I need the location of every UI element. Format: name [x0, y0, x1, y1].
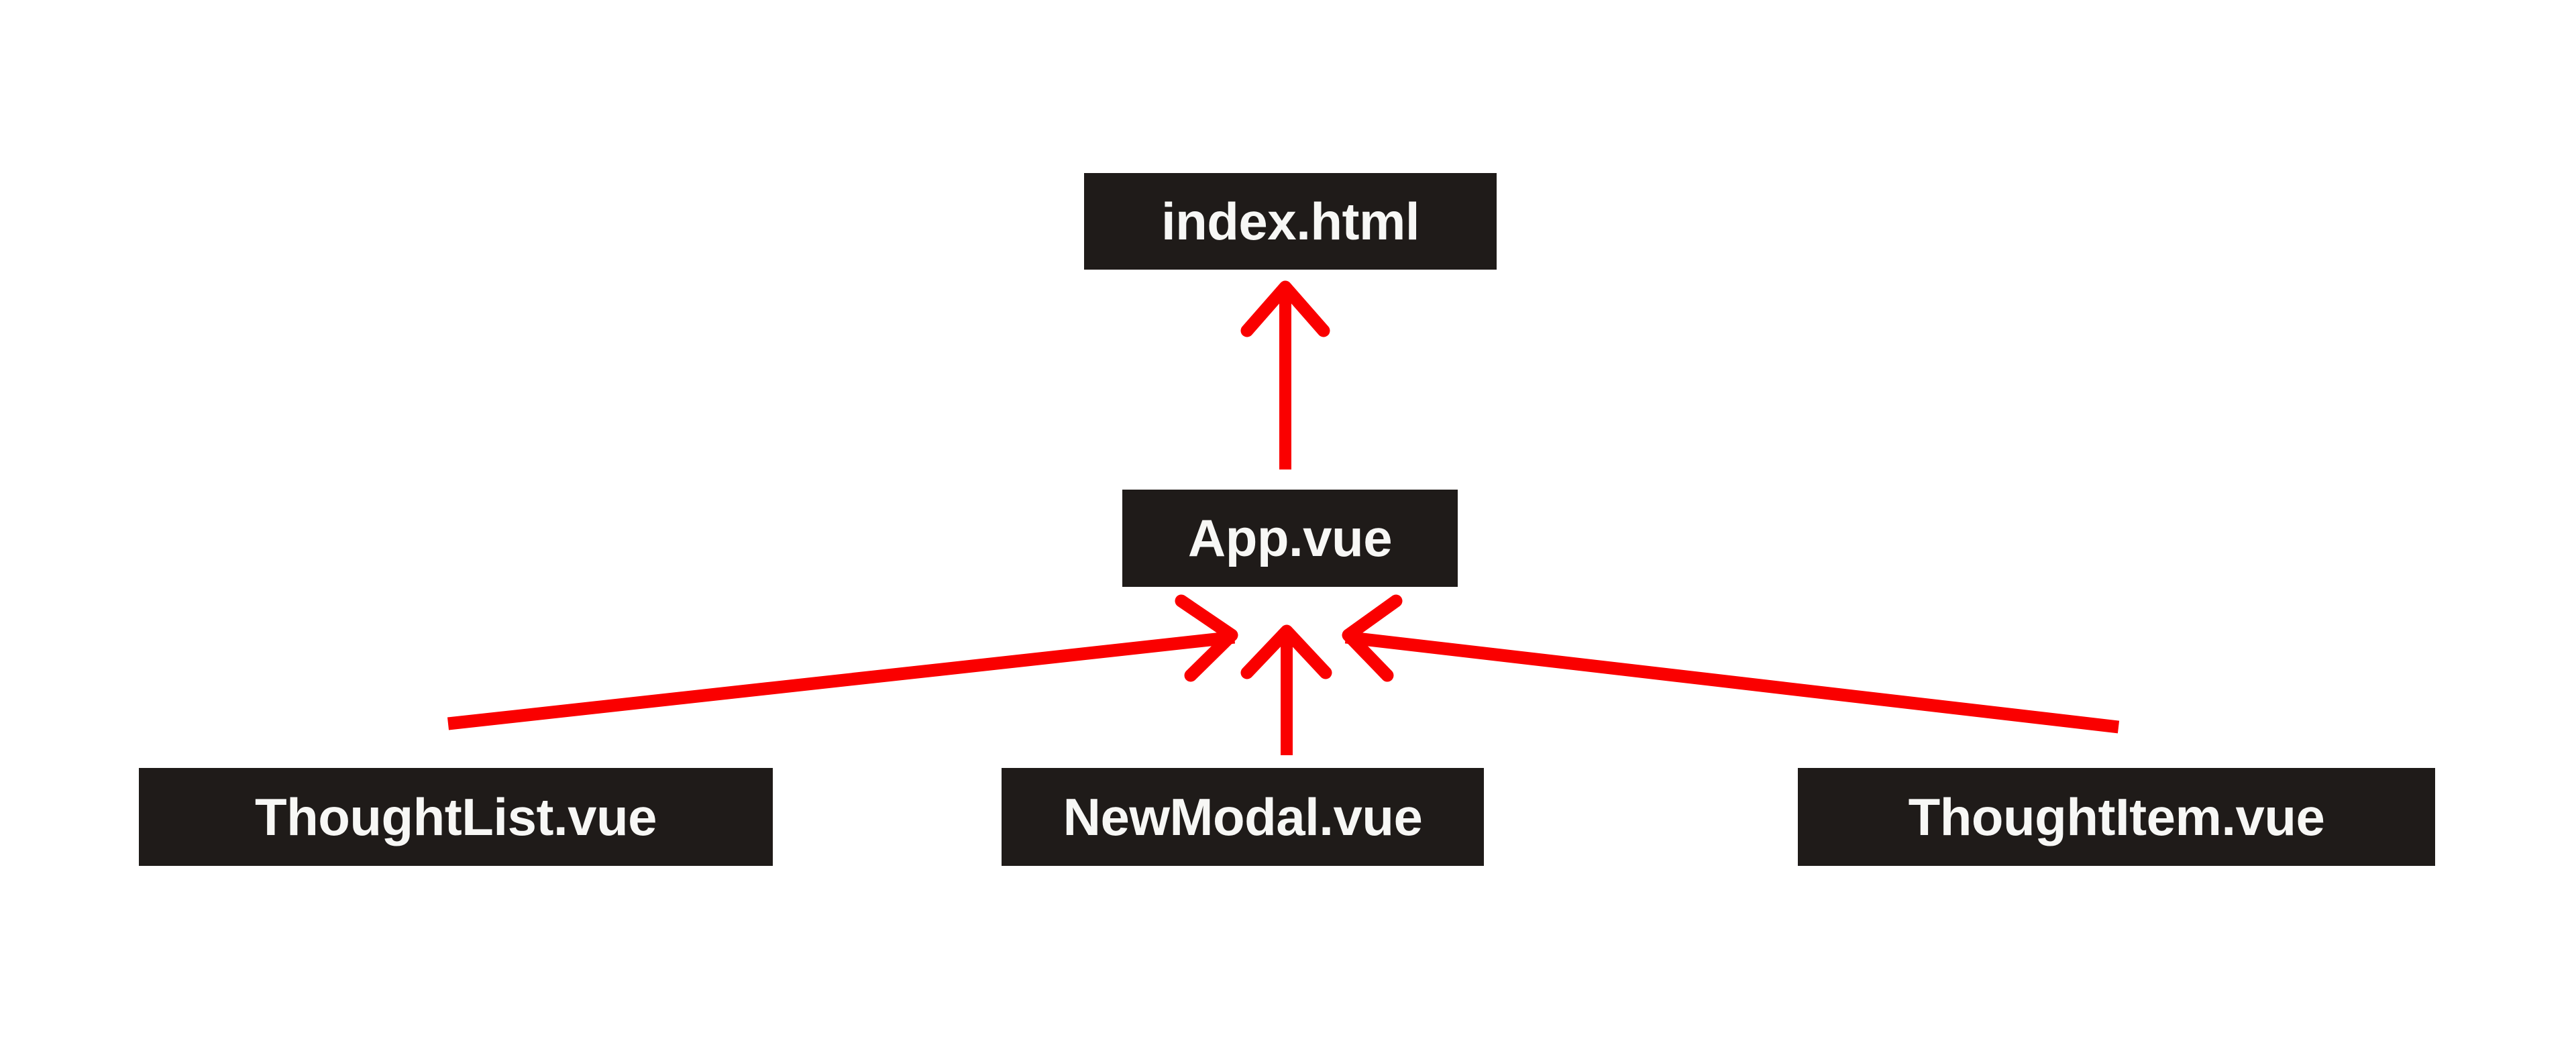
edge-app-to-index-arrowhead — [1240, 280, 1330, 337]
edge-thoughtlist-to-app-shaft — [447, 630, 1236, 730]
node-newmodal-vue-label: NewModal.vue — [1063, 787, 1423, 846]
edge-thoughtlist-to-app-arrowhead — [1175, 594, 1238, 682]
node-thoughtlist-vue-label: ThoughtList.vue — [254, 787, 657, 846]
edge-app-to-index — [1240, 280, 1330, 469]
edge-thoughtlist-to-app — [447, 594, 1238, 730]
edge-thoughtitem-to-app-shaft — [1344, 630, 2120, 734]
node-thoughtlist-vue[interactable]: ThoughtList.vue — [139, 768, 773, 866]
node-thoughtitem-vue[interactable]: ThoughtItem.vue — [1798, 768, 2435, 866]
edge-thoughtitem-to-app-arrowhead — [1342, 594, 1403, 682]
node-index-html[interactable]: index.html — [1084, 173, 1497, 270]
edge-thoughtitem-to-app — [1342, 594, 2120, 734]
node-app-vue[interactable]: App.vue — [1122, 490, 1458, 587]
edge-newmodal-to-app — [1240, 624, 1332, 755]
node-newmodal-vue[interactable]: NewModal.vue — [1002, 768, 1484, 866]
edge-newmodal-to-app-arrowhead — [1240, 624, 1332, 679]
node-thoughtitem-vue-label: ThoughtItem.vue — [1908, 787, 2325, 846]
node-index-html-label: index.html — [1161, 191, 1420, 251]
node-app-vue-label: App.vue — [1187, 508, 1393, 567]
